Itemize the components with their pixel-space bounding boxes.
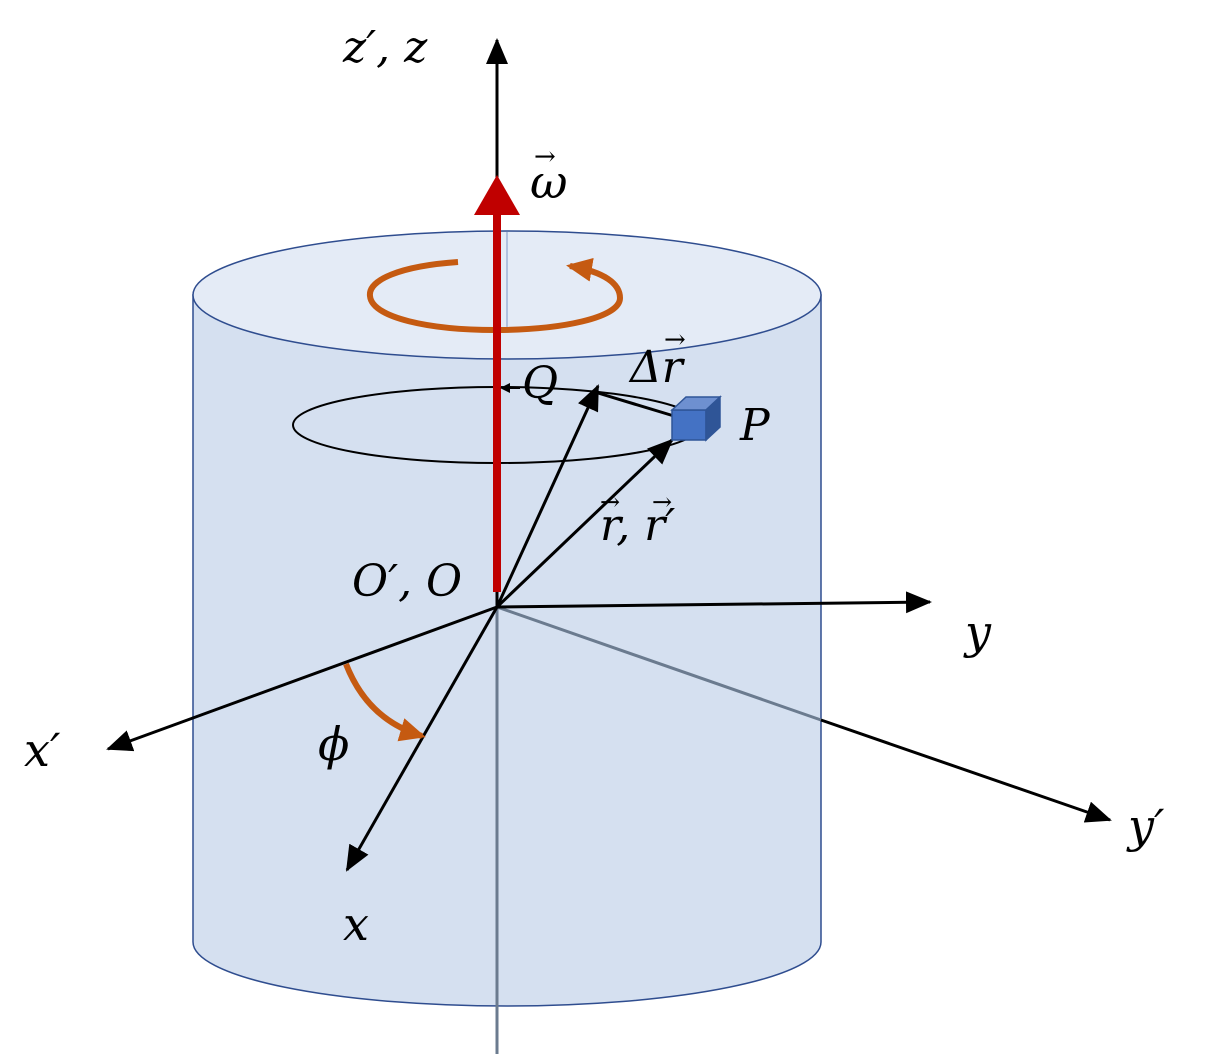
r-vector-to-p [495, 438, 674, 609]
omega-label-arrow: → [534, 142, 556, 172]
phi-label: ϕ [318, 717, 349, 771]
delta-r-label-arrow: → [664, 325, 686, 355]
r-vectors-label-arrow-2: → [652, 488, 672, 516]
phi-rotation-arrow-icon [343, 662, 426, 742]
y-prime-axis [820, 718, 1112, 823]
delta-r-vector [597, 391, 675, 418]
y-axis [496, 591, 932, 614]
x-prime-axis-label: x′ [24, 723, 61, 777]
p-label: P [739, 400, 771, 451]
r-vectors-label-arrow-1: → [600, 488, 620, 516]
y-axis-label: y [963, 605, 992, 659]
r-vector-to-circle [495, 384, 600, 608]
x-prime-axis [106, 605, 498, 752]
omega-vector [474, 175, 520, 592]
y-prime-axis-hidden-segment [496, 605, 822, 722]
particle-p-block [670, 395, 722, 442]
omega-label: ω [530, 155, 568, 209]
y-prime-axis-label: y′ [1126, 799, 1165, 853]
cylinder [192, 230, 822, 1007]
q-label: Q [522, 358, 558, 409]
origin-label: O′, O [352, 556, 462, 607]
z-axis-label: z′, z [342, 22, 428, 73]
r-vectors-label: r, r′ [600, 500, 675, 551]
x-axis-label: x [343, 897, 369, 951]
cylinder-body [192, 294, 822, 1007]
delta-r-label: Δr [628, 342, 686, 393]
